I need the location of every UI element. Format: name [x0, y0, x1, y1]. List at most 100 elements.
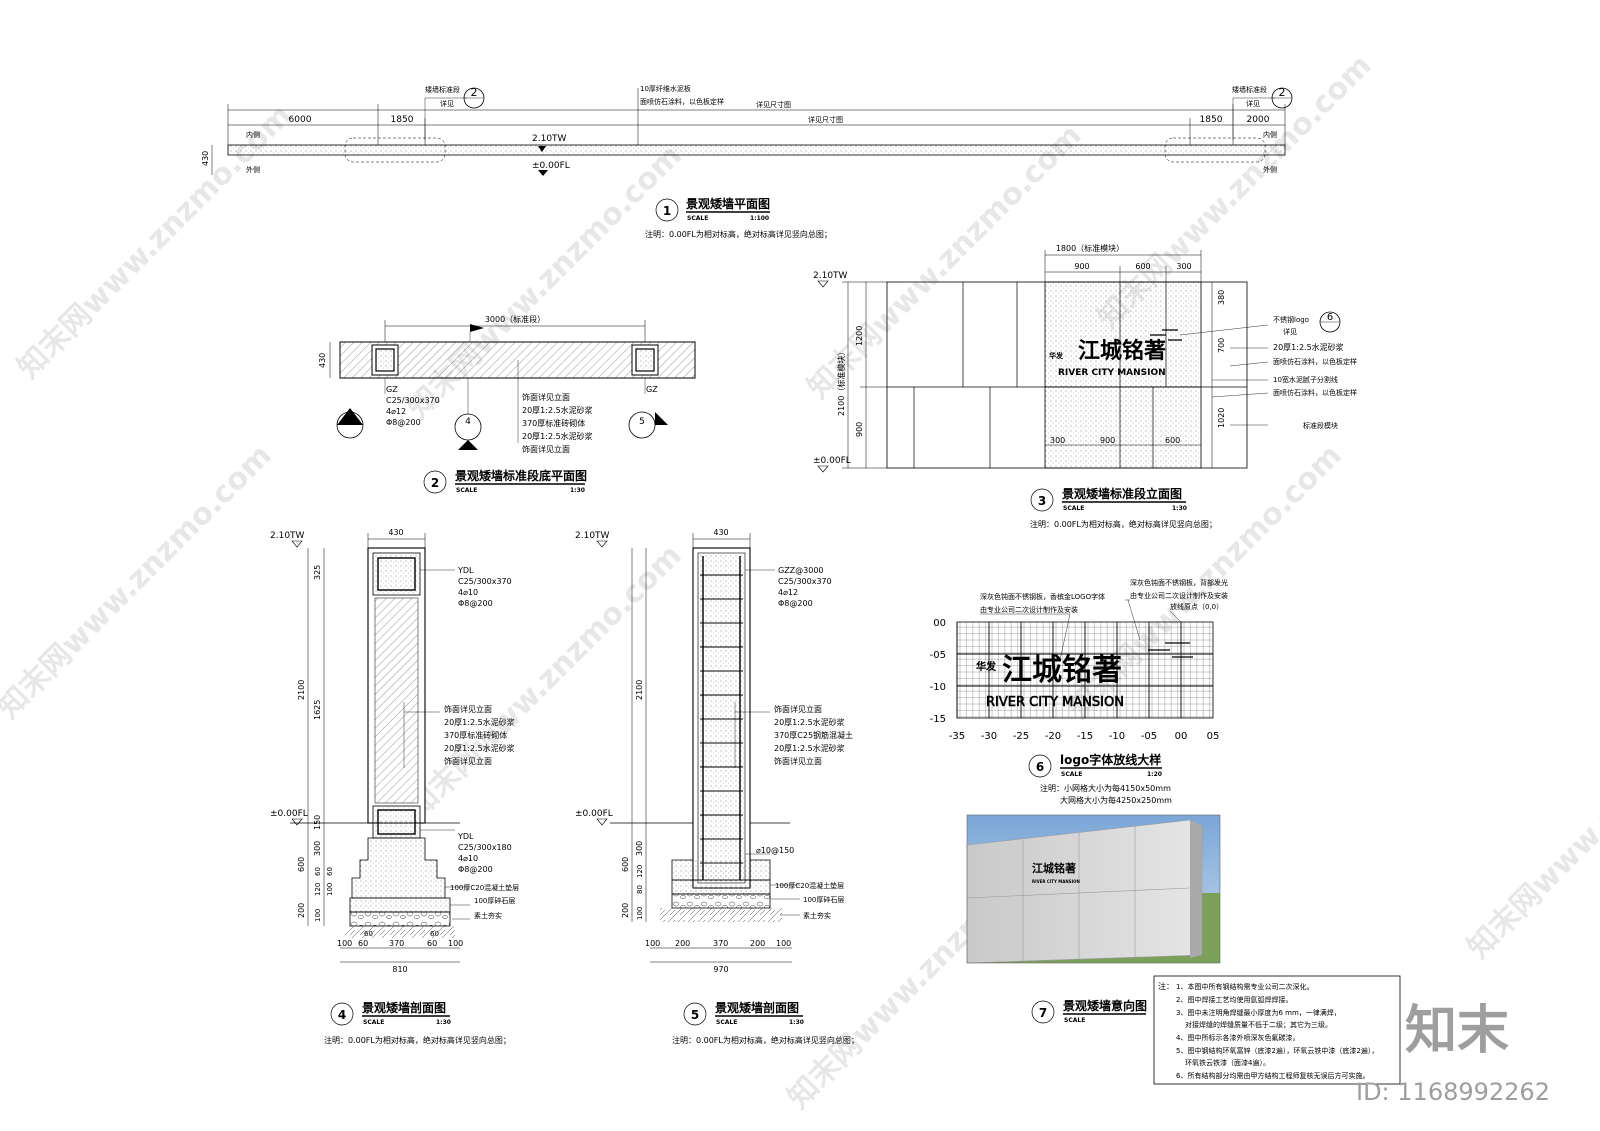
svg-text:深灰色钝面不锈钢板，背部发光: 深灰色钝面不锈钢板，背部发光: [1130, 578, 1228, 587]
dim-300: 300: [1176, 262, 1191, 271]
y-tick: -05: [930, 650, 946, 661]
svg-text:10宽水泥腻子分割线: 10宽水泥腻子分割线: [1273, 375, 1338, 384]
drawing-title: 景观矮墙剖面图: [715, 1000, 799, 1015]
svg-text:370厚标准砖砌体: 370厚标准砖砌体: [444, 730, 507, 740]
logo-outline-en: RIVER CITY MANSION: [986, 695, 1124, 710]
ydl-beam-bottom: [372, 805, 421, 839]
dim-325: 325: [313, 565, 322, 580]
svg-text:20厚1:2.5水泥砂浆: 20厚1:2.5水泥砂浆: [1273, 342, 1344, 352]
watermark-stamp: 知末 ID: 1168992262: [1356, 1001, 1550, 1106]
watermark-id: ID: 1168992262: [1356, 1078, 1550, 1106]
drawing-title: 景观矮墙剖面图: [362, 1000, 446, 1015]
soil-layer: [660, 908, 782, 922]
y-tick: 00: [933, 618, 946, 629]
gravel-layer: [671, 893, 771, 909]
svg-text:100厚C20混凝土垫层: 100厚C20混凝土垫层: [775, 881, 844, 890]
detail-ref-number: 2: [1279, 86, 1286, 99]
concrete-cushion: [671, 879, 771, 895]
elev-top: 2.10TW: [532, 134, 567, 144]
dim-970: 970: [713, 965, 728, 974]
label-outer-left: 外侧: [246, 165, 260, 174]
dim-60: 60: [314, 867, 322, 876]
dim-2100: 2100: [635, 680, 644, 700]
svg-text:Φ8@200: Φ8@200: [458, 599, 493, 608]
footing: [671, 859, 771, 881]
drawing-title: 景观矮墙意向图: [1063, 998, 1147, 1013]
dim-120: 120: [314, 883, 322, 896]
rebar-grid: [702, 556, 741, 880]
svg-text:饰面详见立面: 饰面详见立面: [774, 704, 822, 714]
logo-mark: 华发: [976, 660, 996, 673]
section-marker-5: 5: [628, 411, 668, 439]
scale-value: 1:100: [750, 215, 769, 222]
scale-value: 1:30: [789, 1019, 804, 1026]
section-4: 430 325 1625 150 300 60 60 120 100 100 2…: [270, 528, 519, 1045]
watermark-text: 知末网www.znzmo.com: [11, 98, 299, 386]
soil-layer: [345, 926, 455, 938]
dim-60: 60: [326, 867, 334, 876]
svg-text:YDL: YDL: [457, 832, 474, 841]
dim-bottom: 370: [389, 939, 404, 948]
drawing-number: 7: [1039, 1006, 1047, 1020]
notes-prefix: 注：: [1158, 981, 1174, 991]
layer-label: 370厚标准砖砌体: [522, 418, 585, 428]
elev-top: 2.10TW: [575, 531, 610, 541]
label-outer-right: 外侧: [1263, 165, 1277, 174]
drawing-number: 3: [1038, 494, 1046, 508]
dim-bottom-small: 60: [364, 930, 373, 938]
scale-label: SCALE: [1061, 771, 1082, 778]
dim-2100: 2100（标准模块）: [836, 348, 846, 416]
svg-text:素土夯实: 素土夯实: [474, 911, 502, 920]
dim-900-bottom: 900: [1100, 436, 1115, 445]
svg-text:面喷仿石涂料，以色板定样: 面喷仿石涂料，以色板定样: [1273, 357, 1357, 366]
dim-300: 300: [635, 841, 644, 856]
y-tick: -10: [930, 682, 946, 693]
dim-600: 600: [297, 857, 306, 872]
dim-300: 300: [313, 841, 322, 856]
svg-text:不锈钢logo: 不锈钢logo: [1273, 315, 1309, 324]
scale-label: SCALE: [363, 1019, 384, 1026]
dim-150: 150: [313, 815, 322, 830]
section-5-annotations: GZZ@3000 C25/300x370 4⌀12 Φ8@200 饰面详见立面 …: [734, 566, 853, 920]
dim-1625: 1625: [313, 700, 322, 720]
svg-text:⌀10@150: ⌀10@150: [756, 846, 794, 855]
drawing-note: 注明：0.00FL为相对标高，绝对标高详见竖向总图；: [1030, 519, 1217, 529]
scale-label: SCALE: [1064, 1017, 1085, 1024]
svg-text:标准段模块: 标准段模块: [1303, 421, 1338, 430]
svg-text:20厚1:2.5水泥砂浆: 20厚1:2.5水泥砂浆: [444, 743, 515, 753]
elev-bottom: ±0.00FL: [270, 809, 308, 819]
label-inner-right: 内侧: [1263, 130, 1277, 139]
drawing-title: 景观矮墙平面图: [686, 196, 770, 211]
watermark-text: 知末网www.znzmo.com: [0, 438, 279, 726]
x-tick: -30: [981, 731, 997, 742]
gz-left-label: GZ: [386, 385, 398, 394]
drawing-title: 景观矮墙标准段立面图: [1062, 486, 1182, 501]
y-tick: -15: [930, 714, 946, 725]
drawing-title: 景观矮墙标准段底平面图: [455, 468, 587, 483]
section-4-annotations: YDL C25/300x370 4⌀10 Φ8@200 饰面详见立面 20厚1:…: [403, 566, 519, 920]
note-item: 1、本图中所有钢结构需专业公司二次深化。: [1176, 982, 1313, 991]
render-7: 江城铭著 RIVER CITY MANSION 7 景观矮墙意向图 SCALE: [966, 814, 1221, 1024]
scale-label: SCALE: [1063, 505, 1084, 512]
dim-100: 100: [326, 883, 334, 896]
svg-text:C25/300x370: C25/300x370: [778, 577, 832, 586]
gz-spec-line: C25/300x370: [386, 396, 440, 405]
footing: [351, 837, 446, 899]
logo-mark: 华发: [1049, 351, 1064, 360]
svg-text:素土夯实: 素土夯实: [803, 911, 831, 920]
drawing-number: 4: [338, 1008, 346, 1022]
svg-text:YDL: YDL: [457, 566, 474, 575]
x-tick: -35: [949, 731, 965, 742]
svg-text:370厚C25钢筋混凝土: 370厚C25钢筋混凝土: [774, 730, 853, 740]
x-tick: 05: [1207, 731, 1220, 742]
elev-bottom: ±0.00FL: [575, 809, 613, 819]
svg-text:20厚1:2.5水泥砂浆: 20厚1:2.5水泥砂浆: [774, 717, 845, 727]
logo-panel: [1044, 281, 1202, 469]
dim-600: 600: [621, 857, 630, 872]
wall-plan-strip: [227, 144, 1286, 156]
drawing-title: logo字体放线大样: [1060, 752, 1161, 767]
gz-right-label: GZ: [646, 385, 658, 394]
note-item: 2、图中焊接工艺均使用氩弧焊焊接。: [1176, 995, 1292, 1004]
svg-text:4⌀10: 4⌀10: [458, 854, 478, 863]
x-tick: -25: [1013, 731, 1029, 742]
